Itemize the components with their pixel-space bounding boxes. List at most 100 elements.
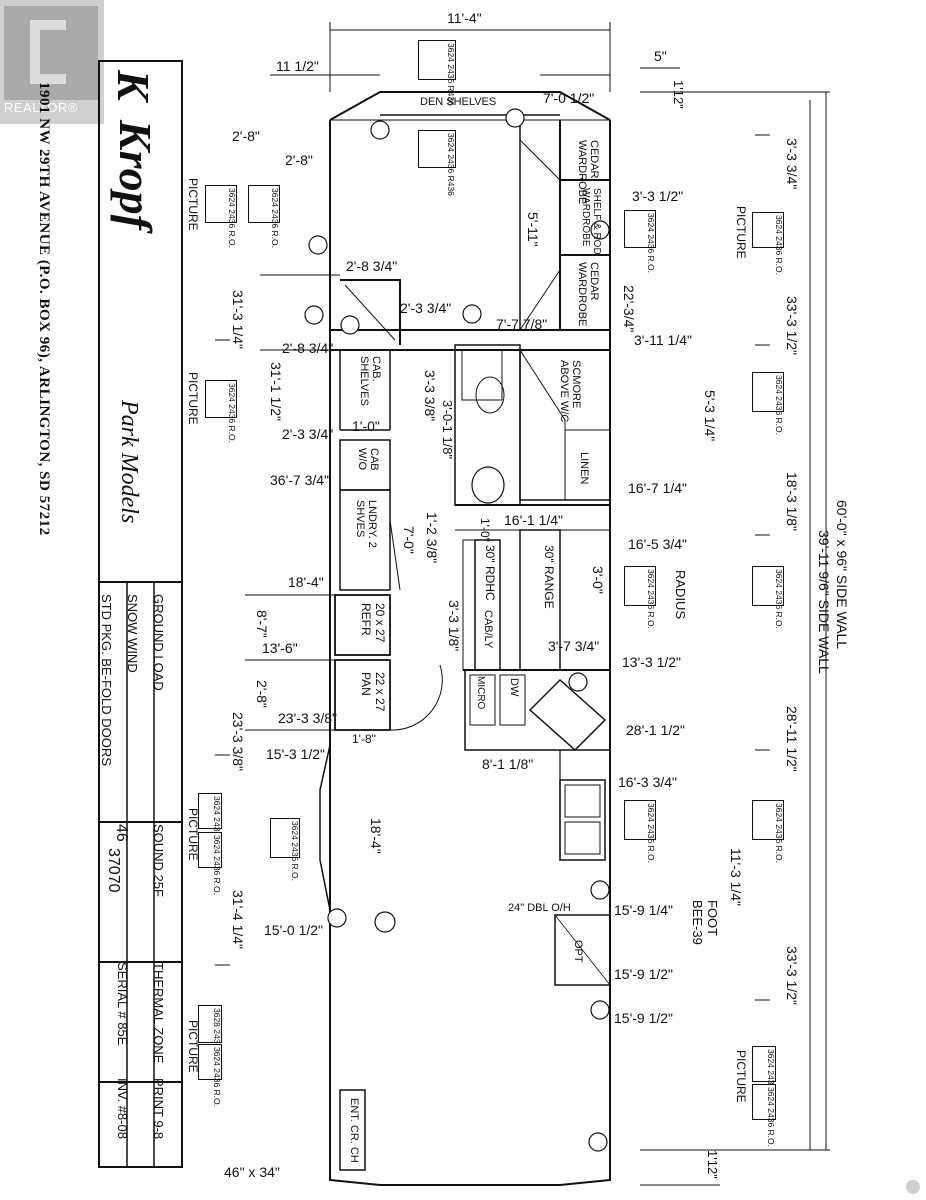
dim-33-3-1-2: 33'-3 1/2" xyxy=(784,296,800,356)
overall-width-dim: 11'-4" xyxy=(447,10,482,26)
dim-31-1-1-2: 31'-1 1/2" xyxy=(268,362,284,422)
picture-label-5: PICTURE xyxy=(734,206,748,259)
dim-1-0: 1'-0" xyxy=(352,418,380,434)
dim-3-3-3-4: 3'-3 3/4" xyxy=(784,138,800,190)
dim-3-3-3-8: 3'-3 3/8" xyxy=(422,370,438,422)
dim-15-9-1-2-b: 15'-9 1/2" xyxy=(614,1010,674,1026)
window-sticker-l8: 3624 2436 R.O. xyxy=(270,818,300,881)
title-block-grid xyxy=(100,581,181,1166)
dim-22-3-4: 22'-3/4" xyxy=(621,285,637,333)
window-top-2: 3624 2436 R436 xyxy=(418,130,456,196)
dim-15-0-1-2: 15'-0 1/2" xyxy=(264,922,324,938)
room-laundry: LNDRY. 2 SHVES xyxy=(354,500,378,548)
dim-11-3-1-4: 11'-3 1/4" xyxy=(728,848,744,906)
window-sticker-r1: 3624 2436 R.O. xyxy=(624,210,656,273)
dim-8-1-1-8: 8'-1 1/8" xyxy=(482,756,534,772)
dim-3-0-1-1-8: 3'-0-1 1/8" xyxy=(440,400,455,460)
window-sticker-r4: 3624 2436 R.O. xyxy=(624,566,656,629)
realtor-r-icon xyxy=(4,6,98,100)
dim-33-3-1-2-b: 33'-3 1/2" xyxy=(784,946,800,1006)
dim-28-1-1-2: 28'-1 1/2" xyxy=(626,722,686,738)
dim-28-11-1-2: 28'-11 1/2" xyxy=(784,706,800,772)
dim-18-4-b: 18'-4" xyxy=(368,818,384,854)
dim-1-2-3-8: 1'-2 3/8" xyxy=(424,512,440,564)
dim-2-8-b: 2'-8" xyxy=(285,152,313,168)
dim-1-8: 1'-8" xyxy=(352,732,376,746)
dim-1-0-b: 1'-0" xyxy=(478,518,492,542)
picture-label-1: PICTURE xyxy=(186,178,200,231)
dim-2-3-3-4-b: 2'-3 3/4" xyxy=(282,426,334,442)
room-rdhc: 30" RDHC xyxy=(483,545,497,601)
realtor-logo: REALTOR® xyxy=(0,0,104,124)
realtor-watermark-text: REALTOR® xyxy=(4,100,78,115)
room-linen: LINEN xyxy=(578,452,590,485)
room-shelf-rod-wardrobe: SHELF & ROD WARDROBE xyxy=(580,188,602,255)
window-sticker-r6: 3624 2436 R.O. xyxy=(624,800,656,863)
radius-label: RADIUS xyxy=(673,570,688,620)
dim-16-1-1-4: 16'-1 1/4" xyxy=(504,512,564,528)
sk-corner-logo-icon xyxy=(906,1180,920,1194)
side-wall-dim: 60'-0" x 96" SIDE WALL xyxy=(834,500,850,650)
dim-36-7-3-4: 36'-7 3/4" xyxy=(270,472,330,488)
dim-23-3-3-8: 23'-3 3/8" xyxy=(278,710,338,726)
outer-wall xyxy=(329,120,611,1186)
dim-1-12-top: 1'12" xyxy=(671,80,686,109)
dim-15-9-1-4: 15'-9 1/4" xyxy=(614,902,674,918)
window-sticker-r8: 3624 2436 R.O. xyxy=(752,1046,776,1109)
foot-label: FOOT BEE-39 xyxy=(690,900,720,945)
dim-16-5-3-4: 16'-5 3/4" xyxy=(628,536,688,552)
room-pan: 22 x 27 PAN xyxy=(359,672,387,712)
dim-5-11: 5'-11" xyxy=(525,212,541,247)
label-dbl-oh: 24" DBL O/H xyxy=(508,902,571,914)
title-block xyxy=(98,60,183,1168)
dim-13-6: 13'-6" xyxy=(262,640,298,656)
room-cedar-wardrobe-bottom: CEDAR WARDROBE xyxy=(576,262,600,327)
window-top-1: 3624 2436 R436 xyxy=(418,40,456,106)
dim-15-9-1-2: 15'-9 1/2" xyxy=(614,966,674,982)
dim-2-8-3-4-b: 2'-8 3/4" xyxy=(282,340,334,356)
dim-3-3-1-2: 3'-3 1/2" xyxy=(632,188,684,204)
label-opt: OPT xyxy=(572,940,584,963)
window-sticker-l7: 3624 2436 R.O. xyxy=(198,1044,222,1107)
room-cab: CAB/LY xyxy=(482,610,494,649)
dim-18-4: 18'-4" xyxy=(288,574,324,590)
dim-2-8-3-4: 2'-8 3/4" xyxy=(346,258,398,274)
dim-13-3-1-2: 13'-3 1/2" xyxy=(622,654,682,670)
dim-5: 5" xyxy=(654,48,667,64)
dim-7-0-1-2: 7'-0 1/2" xyxy=(543,90,595,106)
room-dw: DW xyxy=(508,678,520,697)
dim-2-8-a: 2'-8" xyxy=(232,128,260,144)
room-entry: ENT. CR. CH xyxy=(348,1098,360,1163)
picture-label-6: PICTURE xyxy=(734,1050,748,1103)
room-cab-wo: CAB W/O xyxy=(356,448,380,471)
room-micro: MICRO xyxy=(475,676,486,710)
dim-16-3-3-4: 16'-3 3/4" xyxy=(618,774,678,790)
window-sticker-r9: 3624 2436 R.O. xyxy=(752,1084,776,1147)
dim-16-7-1-4: 16'-7 1/4" xyxy=(628,480,688,496)
window-sticker-l4: 3624 2436 R.O. xyxy=(198,793,222,856)
dim-3-0: 3'-0" xyxy=(590,566,606,594)
room-scmore: SCMORE ABOVE W/C xyxy=(558,360,582,423)
dim-31-4-1-4: 31'-4 1/4" xyxy=(230,890,246,950)
dim-1-12-bottom: 1'12" xyxy=(705,1150,720,1179)
room-cab-shelves: CAB. SHELVES xyxy=(358,356,382,406)
dim-2-8-c: 2'-8" xyxy=(254,680,270,708)
dim-18-3-1-8: 18'-3 1/8" xyxy=(784,472,800,532)
dim-23-3-3-8-b: 23'-3 3/8" xyxy=(230,712,246,772)
dim-31-3-1-4: 31'-3 1/4" xyxy=(230,290,246,350)
dim-7-0: 7'-0" xyxy=(401,526,417,554)
window-sticker-r3: 3624 2436 R.O. xyxy=(752,372,784,435)
room-cedar-wardrobe-top: CEDAR WARDROBE xyxy=(576,140,600,205)
window-sticker-l2: 3624 2436 R.O. xyxy=(248,185,280,248)
window-sticker-r2: 3624 2436 R.O. xyxy=(752,212,784,275)
dim-3-7-3-4: 3'-7 3/4" xyxy=(548,638,600,654)
window-sticker-r5: 3624 2436 R.O. xyxy=(752,566,784,629)
dim-3-3-1-8: 3'-3 1/8" xyxy=(446,600,462,652)
dim-8-7: 8'-7" xyxy=(254,610,270,638)
dim-7-7-7-8: 7'-7 7/8" xyxy=(496,316,548,332)
dim-11-1-2: 11 1/2" xyxy=(276,58,319,74)
room-range: 30" RANGE xyxy=(542,545,556,609)
picture-label-2: PICTURE xyxy=(186,372,200,425)
dim-15-3-1-2: 15'-3 1/2" xyxy=(266,746,326,762)
